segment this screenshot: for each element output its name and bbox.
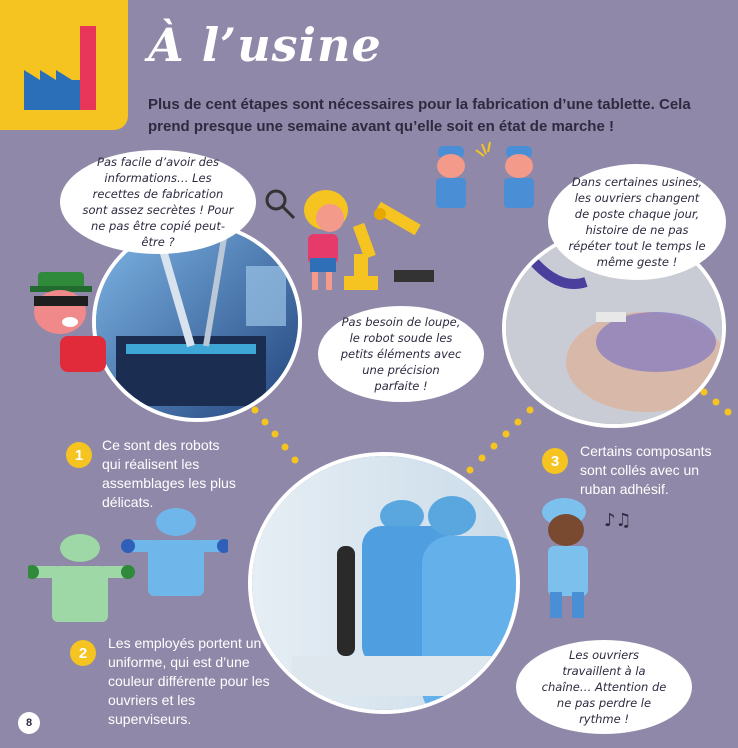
robot-speech-bubble: Pas besoin de loupe, le robot soude les … <box>318 306 484 402</box>
uniforms-illustration <box>28 508 228 622</box>
step-3-badge: 3 <box>542 448 568 474</box>
page-title: À l’usine <box>148 18 382 72</box>
robot-arm-illustration <box>344 201 434 290</box>
robot-solder-photo <box>92 222 302 422</box>
step-1-badge: 1 <box>66 442 92 468</box>
step-2-text: Les employés portent un uniforme, qui es… <box>108 635 270 727</box>
singing-worker-illustration: ♪♫ <box>542 498 632 618</box>
spy-character-illustration <box>30 272 106 372</box>
workers-highfive-illustration <box>436 141 534 208</box>
factory-icon <box>24 26 96 110</box>
girl-magnifier-illustration <box>265 189 348 290</box>
step-2-badge: 2 <box>70 640 96 666</box>
svg-text:♪♫: ♪♫ <box>604 510 632 531</box>
step-3-text: Certains composants sont collés avec un … <box>580 443 712 497</box>
workers-speech-bubble: Dans certaines usines, les ouvriers chan… <box>548 164 726 280</box>
spy-speech-bubble: Pas facile d’avoir des informations… Les… <box>60 150 256 254</box>
page-number: 8 <box>18 712 40 734</box>
chain-speech-bubble: Les ouvriers travaillent à la chaîne… At… <box>516 640 692 734</box>
step-1-text: Ce sont des robots qui réalisent les ass… <box>102 437 236 510</box>
assembly-worker-photo <box>248 452 520 714</box>
robot-bubble-text: Pas besoin de loupe, le robot soude les … <box>340 315 462 393</box>
workers-bubble-text: Dans certaines usines, les ouvriers chan… <box>568 175 706 269</box>
chain-bubble-text: Les ouvriers travaillent à la chaîne… At… <box>541 648 667 726</box>
spy-bubble-text: Pas facile d’avoir des informations… Les… <box>82 155 234 249</box>
intro-text: Plus de cent étapes sont nécessaires pou… <box>148 96 691 135</box>
factory-logo-box <box>0 0 128 130</box>
